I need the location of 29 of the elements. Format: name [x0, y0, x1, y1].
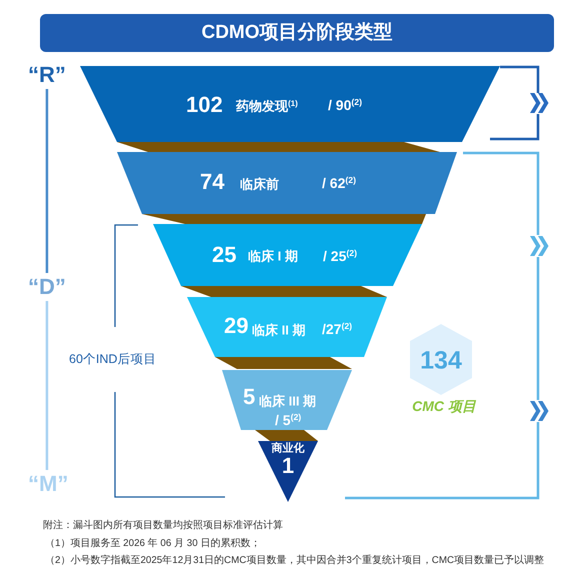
stage-count: 29 [224, 315, 248, 337]
stage-label: 药物发现$^{(1)}$ [236, 100, 298, 112]
cmc-count: /27$^{(2)}$ [322, 322, 352, 336]
cmc-count: / 62$^{(2)}$ [322, 176, 356, 190]
stage-label: 临床 I 期 [248, 250, 298, 262]
cmc-count: / 90$^{(2)}$ [328, 98, 362, 112]
bracket-label: 60个IND后项目 [69, 352, 156, 366]
badge-number: 134 [420, 348, 462, 374]
stage-count: 1 [282, 455, 294, 477]
stage-label: 临床前 [240, 178, 279, 190]
stage-count: 5 [243, 386, 256, 408]
connector-line [46, 89, 48, 273]
footnote: （2）小号数字指截至2025年12月31日的CMC项目数量，其中因合并3个重复统计项目，CMC项目数量已予以调整 [45, 556, 544, 566]
stage-letter: “R” [28, 64, 66, 86]
badge-caption: CMC 项目 [412, 399, 476, 413]
cmc-count: / 25$^{(2)}$ [323, 249, 357, 263]
stage-count: 25 [212, 244, 236, 266]
title-banner: CDMO项目分阶段类型 [40, 14, 554, 52]
stage-count: 102 [186, 94, 223, 116]
footnote: （1）项目服务至 2026 年 06 月 30 日的累积数； [45, 539, 260, 549]
stage-label: 商业化 [272, 444, 304, 454]
stage-letter: “M” [28, 473, 68, 495]
footnote: 附注：漏斗图内所有项目数量均按照项目标准评估计算 [43, 521, 283, 531]
stage-count: 74 [200, 171, 224, 193]
stage-label: 临床 II 期 [252, 324, 306, 336]
stage-letter: “D” [28, 276, 66, 298]
cmc-count: / 5$^{(2)}$ [275, 413, 302, 427]
connector-line [46, 301, 48, 470]
stage-label: 临床 III 期 [259, 394, 316, 408]
